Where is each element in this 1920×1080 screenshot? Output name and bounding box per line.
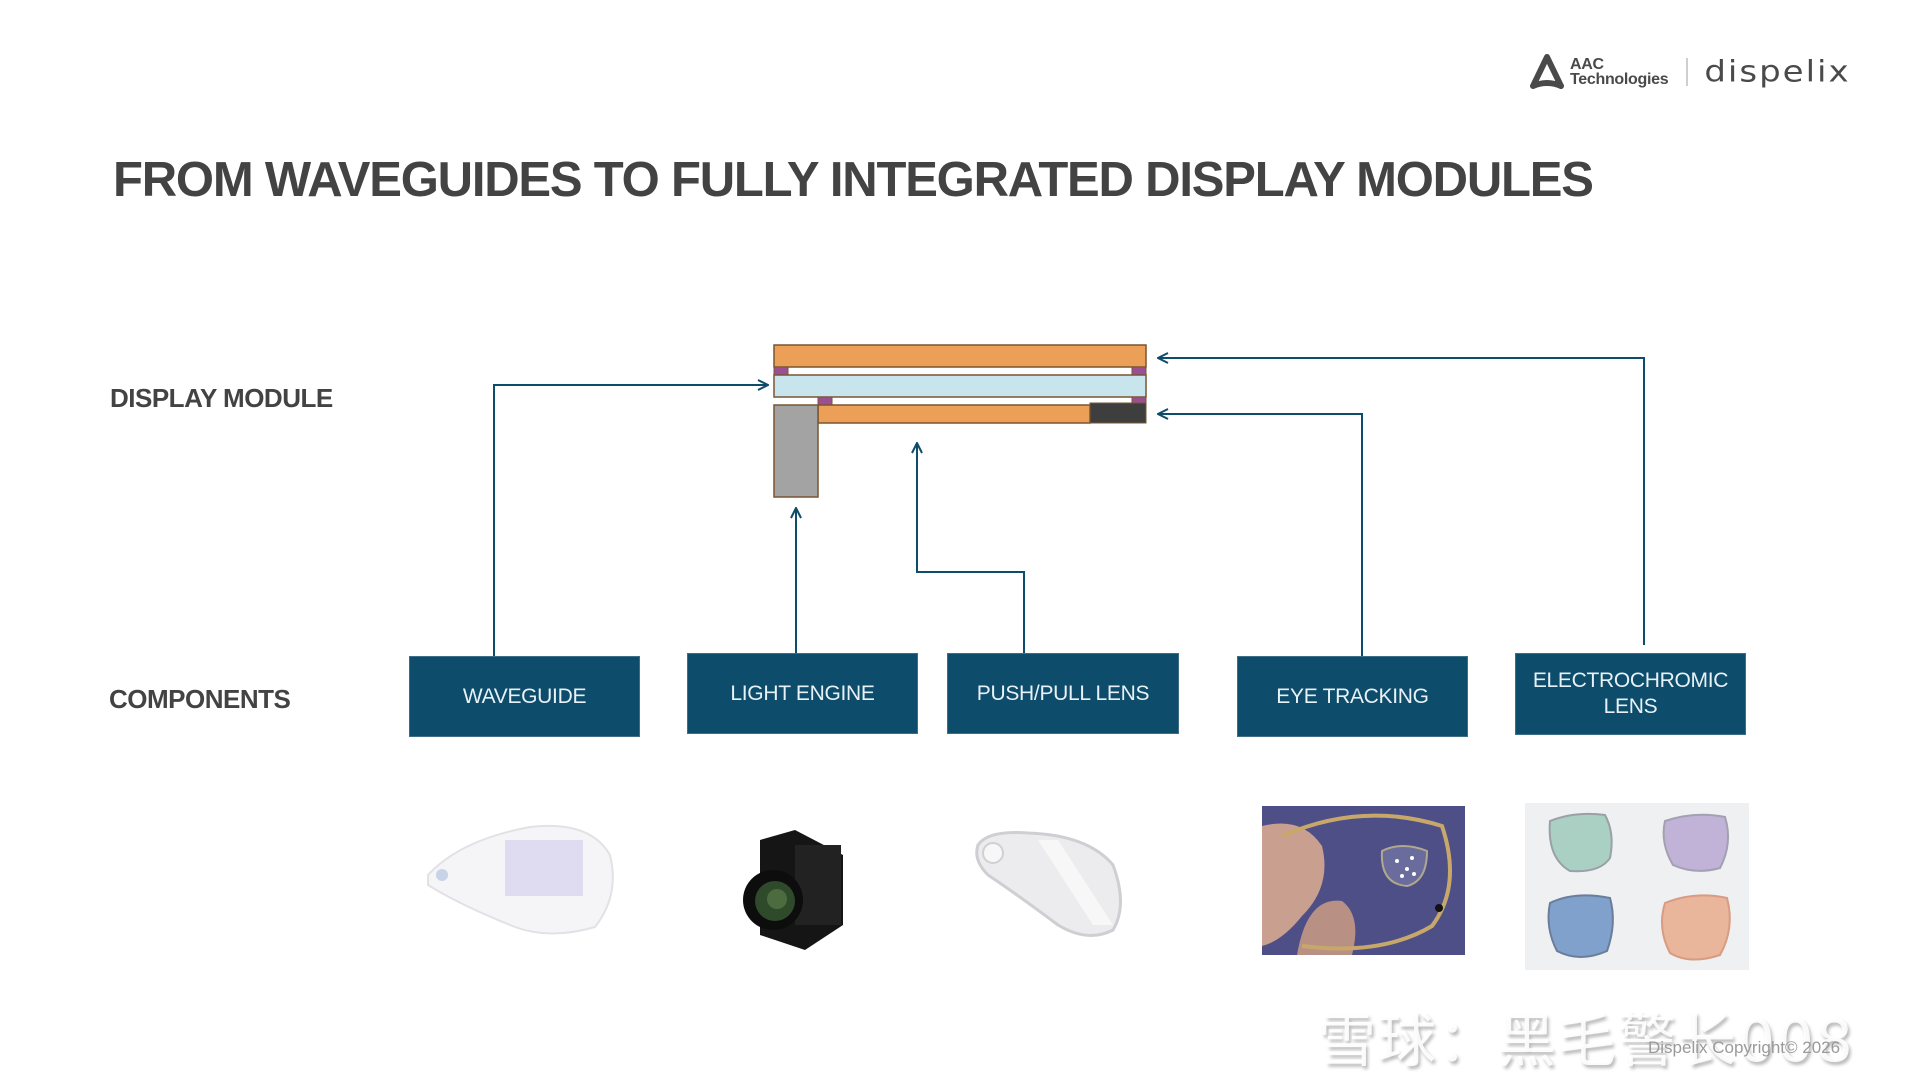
waveguide-arrow [493,385,768,656]
electrochromic-lens-arrow [1158,358,1645,645]
component-label: WAVEGUIDE [462,684,587,708]
spacer-top-left [773,366,789,376]
aac-logo-text: AAC Technologies [1570,56,1669,88]
push-pull-lens-photo [975,831,1122,937]
display-module-stack [773,344,1147,498]
aac-logo-line1: AAC [1570,56,1604,73]
logo-divider [1686,58,1689,86]
waveguide-photo [427,824,614,935]
component-label: PUSH/PULL LENS [976,681,1150,705]
header-logos: AAC Technologies dispelix [1530,52,1851,92]
components-label: COMPONENTS [109,684,291,714]
component-label: ELECTROCHROMIC LENS [1532,669,1729,718]
light-engine-block [773,404,819,498]
push-pull-lens-arrow [917,443,1025,653]
component-electrochromic-lens[interactable]: ELECTROCHROMIC LENS [1515,653,1746,735]
spacer-top-right [1131,366,1147,376]
watermark: 雪球：黑毛警长008 [1318,1007,1855,1075]
eye-tracking-photo [1262,806,1465,955]
display-module-label: DISPLAY MODULE [110,383,333,413]
component-label: EYE TRACKING [1276,684,1429,708]
dispelix-logo: dispelix [1704,55,1851,89]
outer-lens-layer [773,344,1147,368]
electrochromic-lens-photo [1525,803,1749,970]
page-title: FROM WAVEGUIDES TO FULLY INTEGRATED DISP… [113,153,1594,207]
component-push-pull-lens[interactable]: PUSH/PULL LENS [947,653,1179,734]
spacer-bottom-left [817,396,833,406]
component-label: LIGHT ENGINE [730,681,875,705]
eye-tracking-block [1089,402,1147,424]
waveguide-layer [773,374,1147,398]
aac-logo-line2: Technologies [1570,71,1669,88]
copyright-text: Dispelix Copyright© 2026 [1648,1038,1841,1057]
component-eye-tracking[interactable]: EYE TRACKING [1237,656,1468,737]
inner-lens-layer [817,404,1091,424]
light-engine-photo [743,830,843,950]
component-light-engine[interactable]: LIGHT ENGINE [687,653,918,734]
component-waveguide[interactable]: WAVEGUIDE [409,656,640,737]
aac-logo-icon [1530,54,1564,89]
eye-tracking-arrow [1158,414,1363,656]
